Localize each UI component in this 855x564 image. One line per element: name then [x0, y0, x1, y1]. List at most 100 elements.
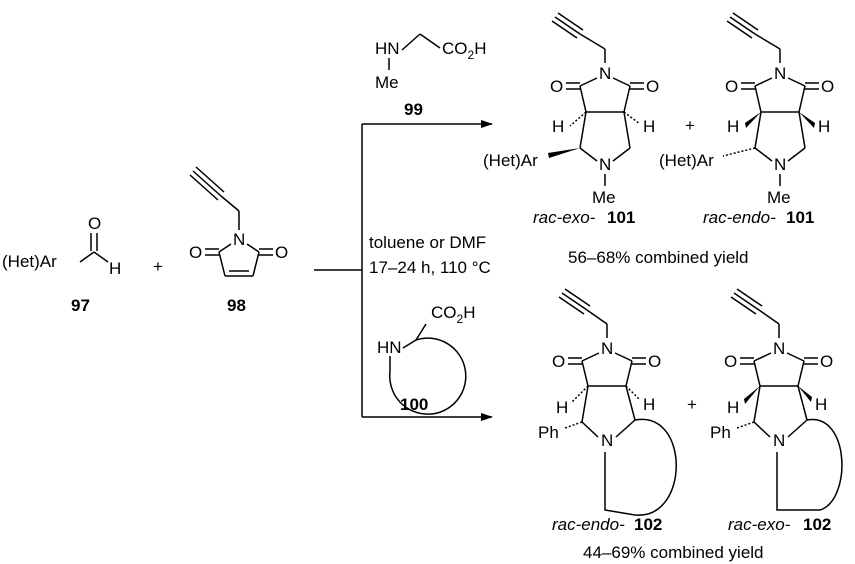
bond — [623, 111, 631, 149]
plus-sign-lower: + — [687, 395, 697, 414]
bond — [753, 352, 772, 362]
ring-n-label: N — [601, 431, 613, 450]
n-label: N — [601, 339, 613, 358]
h-label-right: H — [815, 395, 827, 414]
maleimide-98: N O O 98 — [189, 166, 288, 315]
oxygen-label-left: O — [189, 243, 202, 262]
methyl-label: Me — [767, 188, 791, 207]
o-label-left: O — [724, 352, 737, 371]
ring-arc — [389, 337, 467, 415]
phenyl-label: Ph — [710, 423, 731, 442]
bond — [797, 360, 805, 387]
product-number: 101 — [607, 208, 635, 227]
hn-label: HN — [377, 338, 402, 357]
wedge-bond — [799, 112, 815, 128]
hash-bond — [623, 111, 641, 125]
product-number: 101 — [786, 208, 814, 227]
bond — [581, 352, 600, 362]
bond — [93, 251, 109, 263]
product-rac-exo-102: N O O H H N Ph rac-exo- 102 — [710, 288, 843, 534]
plus-sign: + — [153, 257, 163, 276]
product-label-prefix: rac-endo- — [552, 515, 625, 534]
bond — [615, 419, 636, 438]
triple-bond — [554, 16, 581, 35]
bond — [623, 85, 631, 113]
o-label-left: O — [725, 77, 738, 96]
bond — [586, 309, 608, 325]
reaction-arrows — [314, 120, 493, 421]
bond — [246, 243, 260, 253]
o-label-right: O — [820, 352, 833, 371]
conditions-solvent: toluene or DMF — [369, 233, 486, 252]
triple-bond — [189, 174, 219, 201]
bond — [419, 33, 441, 49]
bond — [754, 77, 773, 87]
bond — [754, 33, 781, 50]
hash-bond — [564, 421, 583, 429]
bond — [798, 111, 806, 149]
ring-n-label: N — [774, 155, 786, 174]
hash-bond — [625, 385, 641, 401]
o-label-left: O — [552, 352, 565, 371]
triple-bond — [192, 170, 222, 197]
conditions-time-temp: 17–24 h, 110 °C — [369, 258, 491, 277]
bond — [753, 421, 771, 438]
triple-bond — [561, 292, 588, 311]
h-label-left: H — [552, 117, 564, 136]
triple-bond — [558, 296, 585, 315]
hn-label: HN — [375, 39, 400, 58]
triple-bond — [729, 16, 756, 35]
wedge-bond — [798, 386, 812, 402]
plus-sign-upper: + — [685, 116, 695, 135]
hash-bond — [569, 111, 587, 127]
bond — [625, 385, 636, 421]
sarcosine-99: HN CO2H Me 99 — [375, 33, 486, 119]
bond — [754, 147, 773, 162]
bond — [753, 360, 761, 387]
bond — [581, 421, 599, 438]
wedge-bond — [745, 112, 761, 128]
lower-yield: 44–69% combined yield — [583, 543, 764, 562]
acid-label: CO2H — [431, 303, 475, 326]
aryl-label: (Het)Ar — [483, 151, 538, 170]
n-label: N — [773, 339, 785, 358]
hash-bond — [722, 147, 756, 157]
hydrogen-label: H — [109, 259, 121, 278]
bond — [415, 323, 427, 341]
triple-bond — [557, 12, 584, 31]
n-label: N — [599, 64, 611, 83]
product-number: 102 — [634, 515, 662, 534]
bond — [787, 147, 806, 162]
phenyl-label: Ph — [538, 423, 559, 442]
fused-ring — [776, 419, 843, 511]
compound-number-100: 100 — [400, 395, 428, 414]
compound-number-99: 99 — [404, 100, 423, 119]
fused-ring — [604, 418, 677, 516]
h-label-left: H — [727, 117, 739, 136]
product-rac-exo-101: N O O H H N Me (Het)Ar rac-exo- 101 — [483, 12, 659, 227]
bond — [579, 147, 598, 162]
compound-number-97: 97 — [71, 296, 90, 315]
o-label-right: O — [821, 77, 834, 96]
ring-n-label: N — [773, 431, 785, 450]
bond — [614, 352, 633, 362]
bond — [758, 309, 780, 325]
triple-bond — [195, 166, 225, 193]
bond — [402, 339, 417, 349]
bond — [625, 360, 633, 387]
o-label-right: O — [646, 77, 659, 96]
acid-label: CO2H — [442, 39, 486, 62]
bond — [79, 251, 95, 263]
compound-number-98: 98 — [227, 296, 246, 315]
triple-bond — [733, 292, 760, 311]
product-label-prefix: rac-exo- — [728, 515, 791, 534]
h-label-left: H — [556, 398, 568, 417]
hash-bond — [736, 421, 755, 429]
triple-bond — [564, 288, 591, 307]
upper-yield: 56–68% combined yield — [568, 248, 749, 267]
triple-bond — [736, 288, 763, 307]
bond — [218, 243, 232, 253]
product-label-prefix: rac-exo- — [533, 208, 596, 227]
